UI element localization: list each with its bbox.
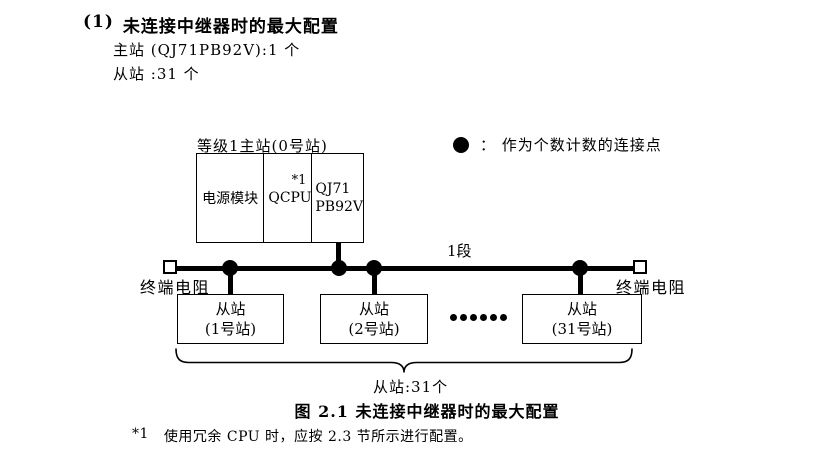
slave31-drop-line bbox=[578, 269, 583, 294]
master-station-label: 等级1主站(0号站) bbox=[197, 137, 328, 155]
footnote-text: 使用冗余 CPU 时，应按 2.3 节所示进行配置。 bbox=[163, 429, 473, 445]
section-number: (1) bbox=[83, 12, 114, 32]
connection-dot bbox=[331, 260, 347, 276]
power-module-cell: 电源模块 bbox=[197, 154, 265, 242]
master-station-box: 电源模块 QCPU *1 QJ71 PB92V bbox=[196, 153, 364, 243]
terminator-square-left bbox=[163, 260, 177, 274]
slave2-drop-line bbox=[372, 269, 377, 294]
terminator-label-right: 终端电阻 bbox=[616, 278, 687, 297]
connection-dot bbox=[572, 260, 588, 276]
slave-spec-line: 从站 :31 个 bbox=[113, 65, 200, 83]
qcpu-label: QCPU bbox=[268, 190, 312, 206]
qcpu-cell: QCPU *1 bbox=[264, 154, 313, 242]
legend-text: ： 作为个数计数的连接点 bbox=[480, 136, 662, 154]
slave-station-box-31: 从站 (31号站) bbox=[522, 294, 642, 344]
connection-dot bbox=[366, 260, 382, 276]
terminator-square-right bbox=[633, 260, 647, 274]
slave1-drop-line bbox=[228, 269, 233, 294]
footnote-marker: *1 bbox=[132, 426, 149, 442]
section-heading: (1) 未连接中继器时的最大配置 bbox=[83, 12, 339, 37]
slave-station-box-2: 从站 (2号站) bbox=[320, 294, 428, 344]
terminator-label-left: 终端电阻 bbox=[140, 278, 211, 297]
legend: ： 作为个数计数的连接点 bbox=[453, 134, 662, 155]
footnote: *1 使用冗余 CPU 时，应按 2.3 节所示进行配置。 bbox=[132, 426, 473, 446]
master-spec-line: 主站 (QJ71PB92V):1 个 bbox=[113, 41, 301, 59]
section-title: 未连接中继器时的最大配置 bbox=[122, 17, 339, 37]
master-drop-line bbox=[336, 242, 341, 266]
slave-count-brace bbox=[175, 348, 633, 373]
connection-dot bbox=[222, 260, 238, 276]
connection-point-icon bbox=[453, 136, 469, 153]
segment-label: 1段 bbox=[447, 242, 472, 260]
pb92v-module-cell: QJ71 PB92V bbox=[315, 180, 363, 215]
qcpu-footnote-marker: *1 bbox=[291, 173, 307, 188]
slave-count-label: 从站:31个 bbox=[373, 378, 449, 396]
ellipsis-dots bbox=[450, 314, 507, 321]
figure-caption: 图 2.1 未连接中继器时的最大配置 bbox=[294, 402, 560, 421]
slave-station-box-1: 从站 (1号站) bbox=[177, 294, 284, 344]
bus-line bbox=[177, 266, 633, 271]
